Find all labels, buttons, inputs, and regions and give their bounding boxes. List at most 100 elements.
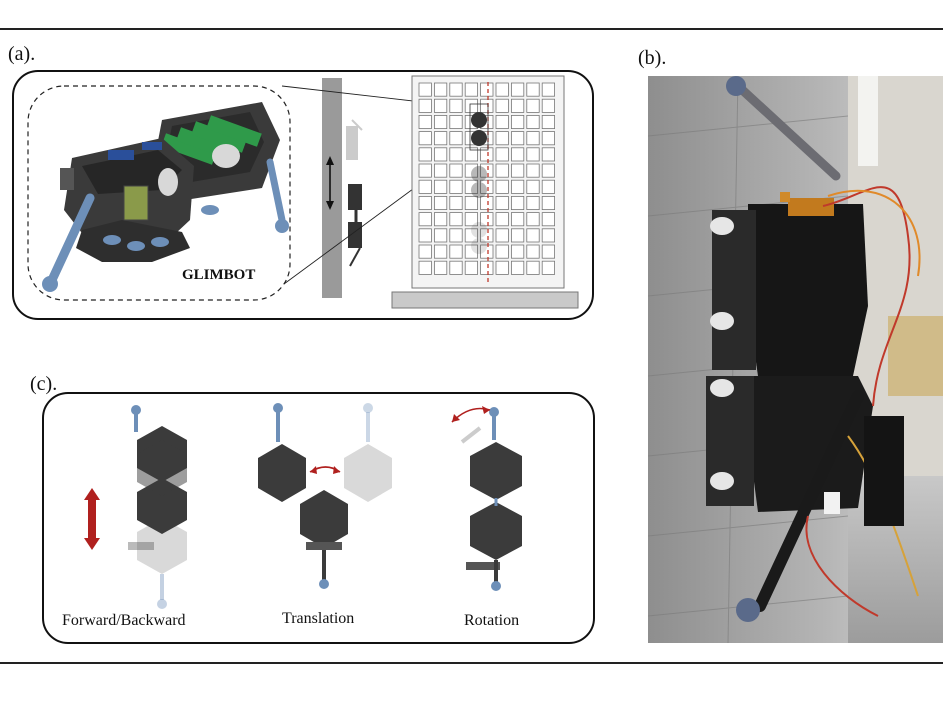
- grid-cell: [449, 179, 463, 194]
- grid-cell: [433, 115, 448, 130]
- grid-cell: [526, 179, 540, 194]
- grid-cell: [418, 147, 432, 162]
- grid-cell: [541, 260, 556, 275]
- grid-cell: [510, 244, 525, 259]
- top-rule: [0, 28, 943, 30]
- panel-b-label: (b).: [638, 47, 667, 69]
- grid-cell: [541, 82, 556, 97]
- grid-cell: [495, 228, 509, 243]
- grid-cell: [449, 212, 463, 227]
- grid-cell: [433, 131, 448, 146]
- grid-cell: [433, 147, 448, 162]
- grid-cell: [541, 131, 556, 146]
- grid-cell: [510, 196, 525, 211]
- grid-cell: [480, 228, 494, 243]
- grid-cell: [541, 147, 556, 162]
- grid-cell: [526, 115, 540, 130]
- grid-cell: [464, 196, 479, 211]
- panel-c-label: (c).: [30, 373, 58, 395]
- grid-cell: [495, 196, 509, 211]
- grid-cell: [433, 98, 448, 113]
- grid-cell: [526, 212, 540, 227]
- grid-cell: [433, 212, 448, 227]
- grid-cell: [480, 196, 494, 211]
- grid-cell: [495, 115, 509, 130]
- grid-cell: [418, 82, 432, 97]
- grid-cell: [449, 244, 463, 259]
- grid-cell: [418, 115, 432, 130]
- panel-c-graphics: [84, 403, 522, 609]
- panel-a-graphics: [27, 75, 579, 309]
- grid-cell: [526, 244, 540, 259]
- rotation-diagram: [451, 406, 522, 591]
- grid-cell: [449, 131, 463, 146]
- grid-cell: [433, 82, 448, 97]
- bottom-rule: [0, 662, 943, 664]
- grid-cell: [495, 147, 509, 162]
- grid-cell: [541, 228, 556, 243]
- grid-cell: [526, 260, 540, 275]
- grid-cell: [449, 163, 463, 178]
- grid-cell: [510, 163, 525, 178]
- grid-cell: [449, 98, 463, 113]
- grid-cell: [526, 98, 540, 113]
- robot-cad-render: [42, 102, 289, 292]
- grid-cell: [418, 260, 432, 275]
- robot-photo-illustration: [648, 76, 943, 643]
- grid-cell: [418, 98, 432, 113]
- forward-backward-diagram: [84, 405, 187, 609]
- grid-cell: [464, 179, 479, 194]
- grid-cell: [510, 115, 525, 130]
- grid-cell: [495, 98, 509, 113]
- grid-cell: [541, 115, 556, 130]
- grid-cell: [510, 228, 525, 243]
- grid-cell: [433, 163, 448, 178]
- grid-cell: [510, 82, 525, 97]
- grid-cell: [510, 179, 525, 194]
- grid-cell: [510, 212, 525, 227]
- grid-cell: [541, 98, 556, 113]
- grid-cell: [480, 163, 494, 178]
- grid-cell: [433, 196, 448, 211]
- grid-cell: [495, 131, 509, 146]
- grid-cell: [464, 228, 479, 243]
- grid-cell: [526, 131, 540, 146]
- caption-rotation: Rotation: [464, 612, 520, 629]
- grid-cell: [418, 163, 432, 178]
- grid-cell: [433, 228, 448, 243]
- panel-c: Forward/Backward Translation Rotation: [42, 392, 595, 644]
- grid-cell: [495, 82, 509, 97]
- grid-cell: [433, 179, 448, 194]
- grid-cell: [510, 260, 525, 275]
- grid-cell: [433, 260, 448, 275]
- grid-cell: [510, 98, 525, 113]
- caption-translation: Translation: [282, 610, 355, 627]
- grid-cell: [418, 212, 432, 227]
- grid-cell: [495, 244, 509, 259]
- grid-cell: [418, 131, 432, 146]
- grid-cell: [464, 244, 479, 259]
- grid-cell: [449, 260, 463, 275]
- grid-cell: [541, 179, 556, 194]
- grid-cell: [449, 82, 463, 97]
- grid-cell: [510, 131, 525, 146]
- front-view-grid: [418, 82, 556, 275]
- grid-cell: [526, 163, 540, 178]
- grid-cell: [526, 147, 540, 162]
- robot-name-label: GLIMBOT: [182, 267, 256, 283]
- grid-cell: [464, 82, 479, 97]
- caption-forward-backward: Forward/Backward: [62, 612, 186, 629]
- grid-cell: [480, 98, 494, 113]
- translation-diagram: [258, 403, 392, 589]
- grid-cell: [541, 244, 556, 259]
- grid-cell: [541, 212, 556, 227]
- grid-cell: [541, 196, 556, 211]
- grid-cell: [418, 196, 432, 211]
- grid-cell: [464, 260, 479, 275]
- grid-cell: [480, 82, 494, 97]
- grid-cell: [480, 179, 494, 194]
- grid-cell: [464, 147, 479, 162]
- grid-cell: [510, 147, 525, 162]
- grid-cell: [449, 147, 463, 162]
- grid-cell: [495, 212, 509, 227]
